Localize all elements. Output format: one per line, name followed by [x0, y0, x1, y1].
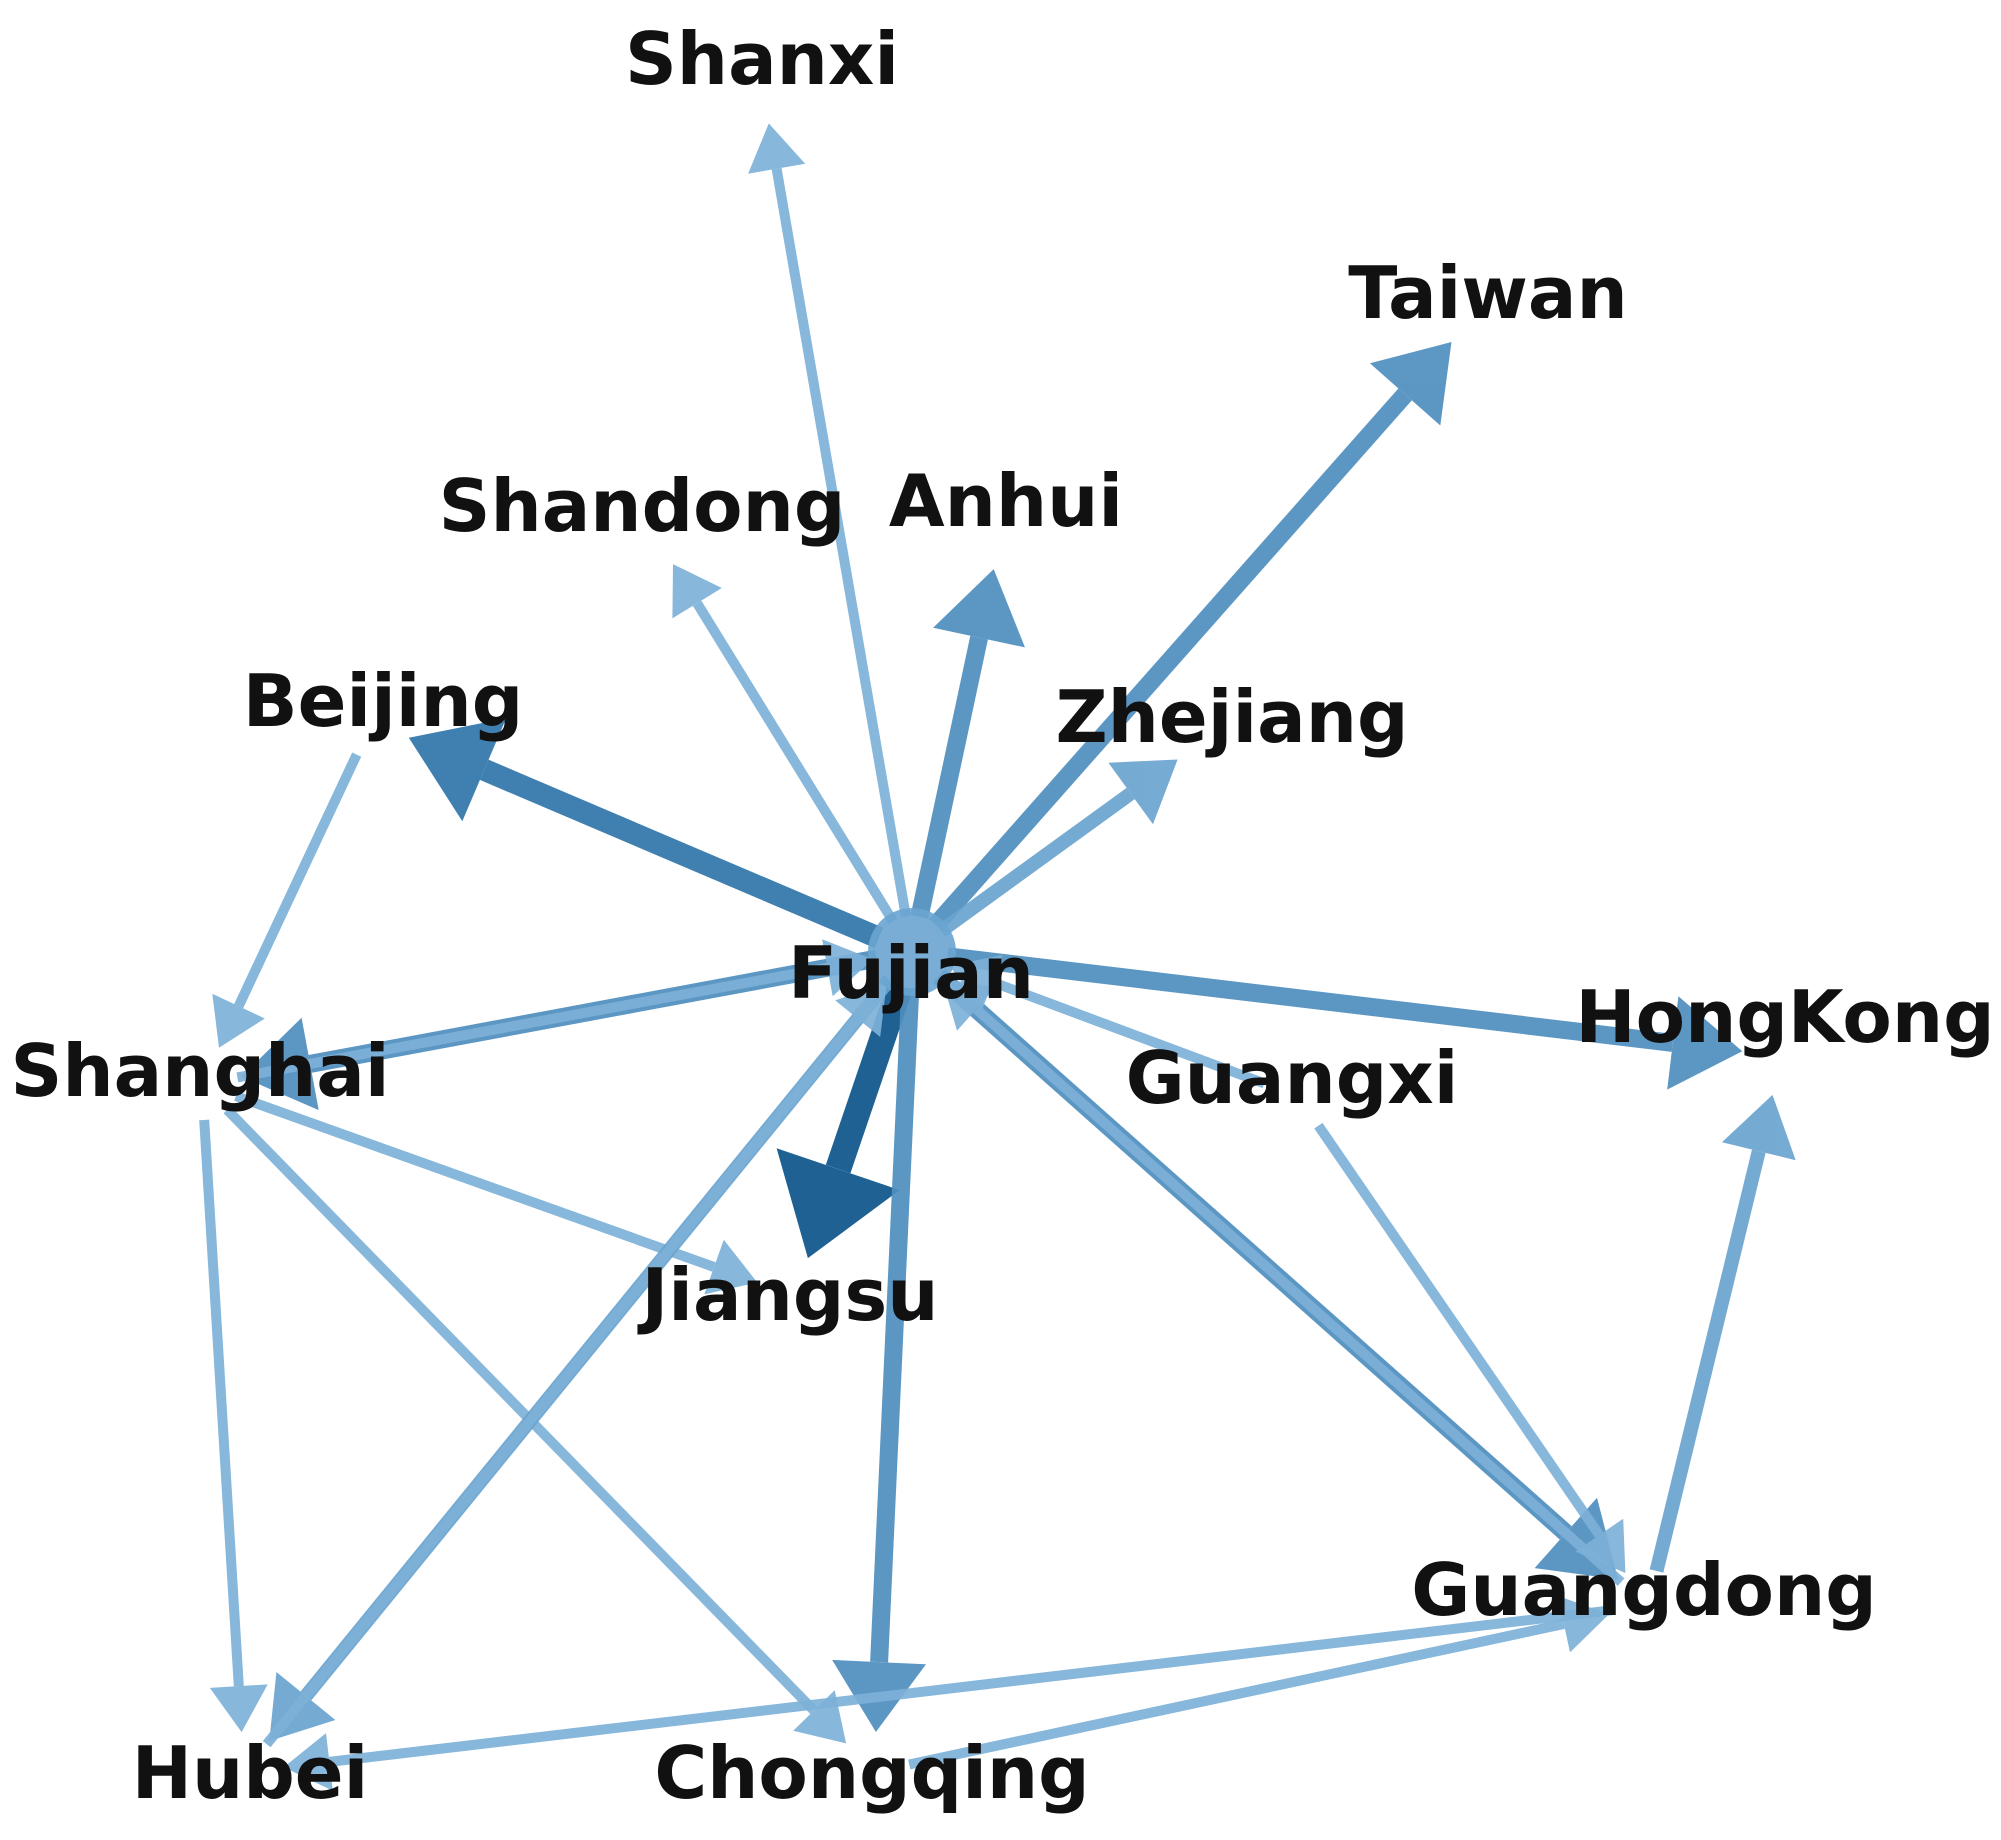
edge-arrowhead — [1557, 1595, 1609, 1653]
edge-arrowhead — [1721, 1094, 1796, 1161]
edge-arrowhead — [1575, 1518, 1626, 1573]
edge-line — [929, 388, 1412, 931]
edge-arrowhead — [1667, 996, 1743, 1090]
edge-chongqing-to-guangdong — [908, 1595, 1609, 1770]
edge-arrowhead — [1369, 342, 1452, 426]
edge-line — [1649, 1149, 1766, 1573]
edge-guangxi-to-guangdong — [1314, 1122, 1626, 1573]
labels-layer: Shanxi Taiwan Shandong Anhui Beijing Zhe… — [10, 17, 1994, 1815]
edge-arrowhead — [704, 1239, 758, 1295]
edge-arrowhead — [408, 718, 507, 822]
edge-fujian-to-shandong — [672, 564, 898, 925]
edge-arrowhead — [933, 569, 1025, 648]
edge-arrowhead — [212, 993, 265, 1048]
edge-guangdong-to-hubei — [283, 1605, 1613, 1791]
edge-arrowhead — [949, 954, 1003, 1010]
edge-arrowhead — [283, 1733, 333, 1791]
node-label-fujian: Fujian — [788, 931, 1034, 1015]
edge-line — [234, 752, 362, 1009]
edge-beijing-to-shanghai — [212, 752, 362, 1048]
edge-line — [223, 1106, 818, 1714]
edge-line — [479, 759, 884, 949]
node-label-guangdong: Guangdong — [1411, 1548, 1877, 1632]
edge-shanghai-to-hubei — [199, 1119, 268, 1733]
edge-line — [234, 1091, 716, 1272]
edges-layer — [199, 123, 1796, 1791]
node-label-guangxi: Guangxi — [1126, 1036, 1459, 1120]
edge-arrowhead — [672, 564, 722, 619]
edge-arrowhead — [835, 983, 887, 1037]
edge-line — [936, 787, 1135, 937]
edge-line — [990, 977, 1267, 1089]
node-label-beijing: Beijing — [243, 659, 524, 743]
edge-fujian-to-anhui — [910, 569, 1025, 919]
edge-shanghai-to-fujian — [236, 939, 873, 1083]
node-label-taiwan: Taiwan — [1348, 251, 1627, 335]
edge-line — [870, 987, 920, 1663]
edge-line — [825, 981, 913, 1174]
edge-arrowhead — [209, 1684, 268, 1733]
edge-line — [1314, 1122, 1604, 1538]
edge-line — [262, 1015, 862, 1748]
edge-fujian-to-taiwan — [929, 342, 1452, 931]
edge-line — [199, 1119, 244, 1687]
edge-line — [910, 635, 988, 919]
node-label-zhejiang: Zhejiang — [1055, 675, 1408, 759]
edge-shanghai-to-jiangsu — [234, 1091, 758, 1295]
edge-fujian-to-beijing — [408, 718, 884, 949]
edge-line — [972, 1005, 1625, 1586]
edge-arrowhead — [1108, 759, 1178, 825]
node-label-shanghai: Shanghai — [10, 1029, 389, 1113]
edge-guangxi-to-fujian — [949, 954, 1267, 1089]
node-label-hubei: Hubei — [132, 1731, 369, 1815]
edge-arrowhead — [241, 1017, 319, 1111]
node-fujian-hub — [868, 908, 956, 996]
node-label-shanxi: Shanxi — [625, 17, 899, 101]
edge-line — [771, 167, 911, 918]
node-label-chongqing: Chongqing — [654, 1731, 1089, 1815]
node-label-hongkong: HongKong — [1575, 975, 1994, 1059]
edge-line — [946, 947, 1674, 1052]
edge-arrowhead — [748, 123, 806, 174]
edge-line — [908, 1619, 1565, 1770]
edge-line — [692, 600, 898, 925]
edge-fujian-to-chongqing — [832, 987, 926, 1732]
node-label-jiangsu: Jiangsu — [637, 1253, 939, 1337]
edge-arrowhead — [822, 939, 873, 997]
edge-arrowhead — [776, 1148, 900, 1259]
node-label-anhui: Anhui — [889, 459, 1123, 543]
edge-fujian-to-jiangsu — [776, 981, 913, 1259]
edge-fujian-to-zhejiang — [936, 759, 1178, 937]
edge-fujian-to-hongkong — [946, 947, 1743, 1090]
node-label-shandong: Shandong — [439, 464, 846, 548]
edge-hubei-to-fujian — [262, 983, 887, 1748]
edge-guangdong-to-hongkong — [1649, 1094, 1796, 1573]
edge-fujian-to-shanxi — [748, 123, 911, 918]
edge-line — [328, 1605, 1613, 1767]
edge-line — [236, 962, 829, 1083]
